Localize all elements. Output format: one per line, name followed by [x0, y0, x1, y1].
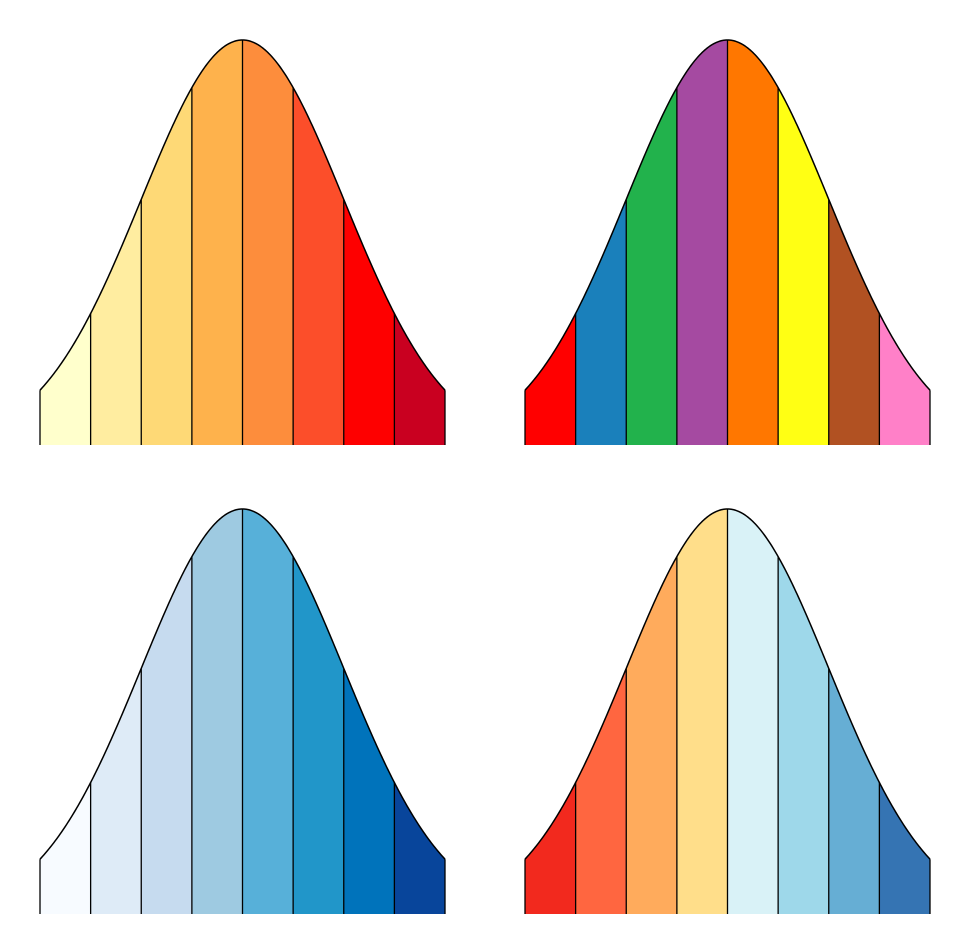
curve-band-7 [828, 199, 880, 445]
curve-band-2 [90, 668, 142, 914]
curve-band-6 [293, 556, 344, 914]
curve-band-3 [626, 87, 677, 445]
bell-curve-panel-warm-sequential [0, 0, 485, 468]
bell-curve-outline [39, 39, 446, 391]
bell-curve-panel-diverging [485, 469, 970, 937]
bell-curve-panel-blue-sequential [0, 469, 485, 937]
curve-band-2 [575, 199, 627, 445]
bell-curve-outline [524, 39, 931, 391]
curve-band-2 [575, 668, 627, 914]
curve-band-1 [525, 313, 576, 445]
curve-band-7 [828, 668, 880, 914]
bell-curve-svg [524, 508, 931, 914]
curve-band-3 [626, 556, 677, 914]
curve-band-1 [40, 313, 91, 445]
curve-band-1 [40, 782, 91, 914]
curve-band-7 [343, 199, 395, 445]
bell-curve-svg [39, 508, 446, 914]
curve-band-4 [676, 40, 728, 445]
curve-band-4 [676, 509, 728, 914]
bell-curve-svg [39, 39, 446, 445]
curve-band-3 [141, 556, 192, 914]
curve-band-1 [525, 782, 576, 914]
bell-curve-outline [39, 508, 446, 860]
curve-band-3 [141, 87, 192, 445]
curve-band-8 [879, 782, 930, 914]
curve-band-5 [727, 40, 779, 445]
bell-curve-outline [524, 508, 931, 860]
curve-band-6 [293, 87, 344, 445]
curve-band-5 [727, 509, 779, 914]
curve-band-6 [778, 87, 829, 445]
curve-band-8 [394, 313, 445, 445]
curve-band-5 [242, 40, 294, 445]
bell-curve-svg [524, 39, 931, 445]
curve-band-6 [778, 556, 829, 914]
curve-band-5 [242, 509, 294, 914]
curve-band-2 [90, 199, 142, 445]
curve-band-8 [394, 782, 445, 914]
curve-band-7 [343, 668, 395, 914]
curve-band-8 [879, 313, 930, 445]
curve-band-4 [191, 509, 243, 914]
curve-band-4 [191, 40, 243, 445]
bell-curve-panel-qualitative [485, 0, 970, 468]
